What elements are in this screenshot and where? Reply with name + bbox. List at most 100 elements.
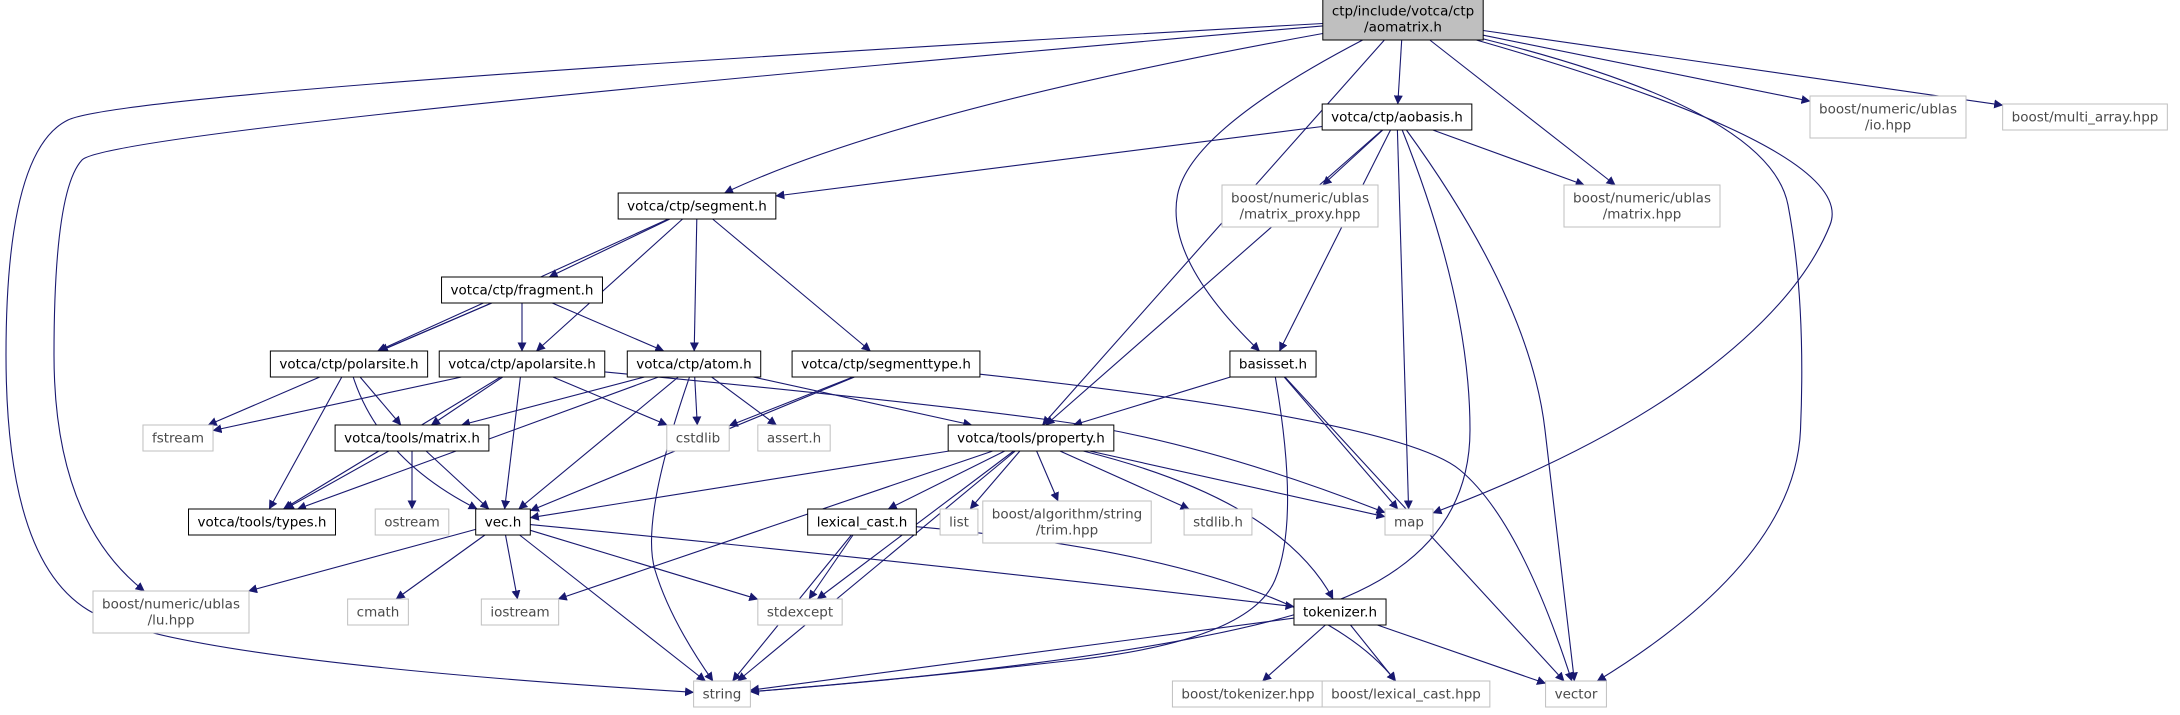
- edge-apolarsite-to-fstream: [212, 376, 462, 434]
- edge-property-to-stdlib: [1059, 450, 1190, 510]
- edge-basisset-to-string: [749, 376, 1289, 696]
- node-box: [1321, 103, 1473, 131]
- node-box: [92, 590, 250, 634]
- node-box: [374, 508, 450, 536]
- edge-aobasis-to-ublas_matrix: [1432, 129, 1585, 187]
- edge-vec-to-tokenizer_h: [530, 524, 1295, 611]
- edge-aomatrix-to-string: [5, 22, 1323, 697]
- node-label: votca/ctp/apolarsite.h: [448, 357, 596, 373]
- node-label: votca/tools/matrix.h: [344, 431, 480, 447]
- edge-aobasis-to-map: [1396, 129, 1413, 510]
- node-multi_array: boost/multi_array.hpp: [2002, 103, 2168, 131]
- node-fragment[interactable]: votca/ctp/fragment.h: [441, 276, 603, 304]
- node-basisset[interactable]: basisset.h: [1229, 350, 1317, 378]
- node-matrix_proxy: boost/numeric/ublas/matrix_proxy.hpp: [1221, 184, 1379, 228]
- node-segment[interactable]: votca/ctp/segment.h: [617, 192, 777, 220]
- edge-property-to-vec: [529, 450, 950, 521]
- edge-aomatrix-to-segment: [724, 32, 1323, 194]
- edge-vec-to-string: [519, 534, 706, 682]
- edge-fragment-to-atom: [551, 302, 665, 352]
- edge-lexical_cast_h-to-stdexcept: [808, 534, 854, 600]
- edges-layer: [5, 22, 2004, 697]
- node-label: vec.h: [485, 515, 522, 531]
- node-label: votca/tools/property.h: [957, 431, 1105, 447]
- node-box: [791, 350, 981, 378]
- edge-vec-to-stdexcept: [530, 529, 759, 602]
- node-box: [438, 350, 606, 378]
- edge-aobasis-to-matrix_proxy: [1322, 129, 1384, 186]
- edge-segment-to-segmenttype: [712, 218, 871, 352]
- node-boost_tokenizer: boost/tokenizer.hpp: [1171, 680, 1325, 708]
- node-box: [1322, 0, 1484, 41]
- edge-property-to-string: [737, 450, 1016, 682]
- edge-atom-to-vec: [518, 376, 679, 510]
- node-label: boost/algorithm/string: [992, 507, 1142, 523]
- node-label: string: [703, 687, 742, 703]
- node-segmenttype[interactable]: votca/ctp/segmenttype.h: [791, 350, 981, 378]
- edge-aobasis-to-segment: [775, 125, 1323, 200]
- node-cstdlib: cstdlib: [666, 424, 730, 452]
- node-tokenizer_h[interactable]: tokenizer.h: [1293, 598, 1387, 626]
- node-map: map: [1384, 508, 1434, 536]
- node-types[interactable]: votca/tools/types.h: [188, 508, 336, 536]
- node-property[interactable]: votca/tools/property.h: [947, 424, 1115, 452]
- node-aobasis[interactable]: votca/ctp/aobasis.h: [1321, 103, 1473, 131]
- edge-property-to-list: [969, 450, 1021, 510]
- node-box: [188, 508, 336, 536]
- edge-aobasis-to-vector: [1405, 129, 1578, 682]
- edge-aomatrix-to-property: [1042, 39, 1385, 426]
- node-fstream: fstream: [142, 424, 214, 452]
- node-box: [1563, 184, 1721, 228]
- node-label: list: [949, 515, 969, 531]
- node-apolarsite[interactable]: votca/ctp/apolarsite.h: [438, 350, 606, 378]
- edge-basisset-to-property: [1073, 376, 1231, 427]
- node-vec[interactable]: vec.h: [475, 508, 531, 536]
- node-label: boost/numeric/ublas: [102, 597, 240, 613]
- node-box: [1293, 598, 1387, 626]
- node-label: stdexcept: [767, 605, 833, 621]
- edge-atom-to-cstdlib: [692, 376, 702, 426]
- node-box: [757, 424, 831, 452]
- node-ublas_matrix: boost/numeric/ublas/matrix.hpp: [1563, 184, 1721, 228]
- node-iostream: iostream: [480, 598, 560, 626]
- node-label: /lu.hpp: [148, 613, 195, 629]
- node-box: [807, 508, 917, 536]
- node-box: [347, 598, 409, 626]
- edge-segmenttype-to-cstdlib: [728, 376, 854, 427]
- node-stdlib: stdlib.h: [1183, 508, 1253, 536]
- node-label: boost/numeric/ublas: [1819, 102, 1957, 118]
- node-label: boost/tokenizer.hpp: [1181, 687, 1314, 703]
- edge-aomatrix-to-basisset: [1175, 39, 1363, 352]
- node-label: tokenizer.h: [1303, 605, 1377, 621]
- node-lexical_cast_h[interactable]: lexical_cast.h: [807, 508, 917, 536]
- node-box: [617, 192, 777, 220]
- node-box: [475, 508, 531, 536]
- node-box: [982, 500, 1152, 544]
- edge-polarsite-to-types: [268, 376, 343, 510]
- edge-polarsite-to-tools_matrix: [359, 376, 402, 426]
- node-box: [2002, 103, 2168, 131]
- edge-tokenizer_h-to-boost_tokenizer: [1262, 624, 1326, 682]
- node-cmath: cmath: [347, 598, 409, 626]
- edge-apolarsite-to-vec: [501, 376, 521, 510]
- node-box: [1545, 680, 1607, 708]
- node-box: [757, 598, 843, 626]
- node-list: list: [939, 508, 979, 536]
- edge-tools_matrix-to-vec: [425, 450, 490, 510]
- node-aomatrix[interactable]: ctp/include/votca/ctp/aomatrix.h: [1322, 0, 1484, 41]
- node-box: [269, 350, 429, 378]
- edge-property-to-lexical_cast_h: [887, 450, 1006, 510]
- node-box: [1229, 350, 1317, 378]
- edge-tokenizer_h-to-vector: [1377, 624, 1547, 685]
- edge-segment-to-apolarsite: [536, 218, 683, 352]
- node-polarsite[interactable]: votca/ctp/polarsite.h: [269, 350, 429, 378]
- node-label: votca/ctp/segmenttype.h: [801, 357, 971, 373]
- node-vector: vector: [1545, 680, 1607, 708]
- edge-atom-to-tools_matrix: [461, 376, 645, 428]
- edge-aobasis-to-basisset: [1279, 129, 1391, 352]
- node-label: /aomatrix.h: [1364, 20, 1442, 36]
- node-box: [480, 598, 560, 626]
- node-tools_matrix[interactable]: votca/tools/matrix.h: [334, 424, 490, 452]
- node-stdexcept: stdexcept: [757, 598, 843, 626]
- node-atom[interactable]: votca/ctp/atom.h: [626, 350, 762, 378]
